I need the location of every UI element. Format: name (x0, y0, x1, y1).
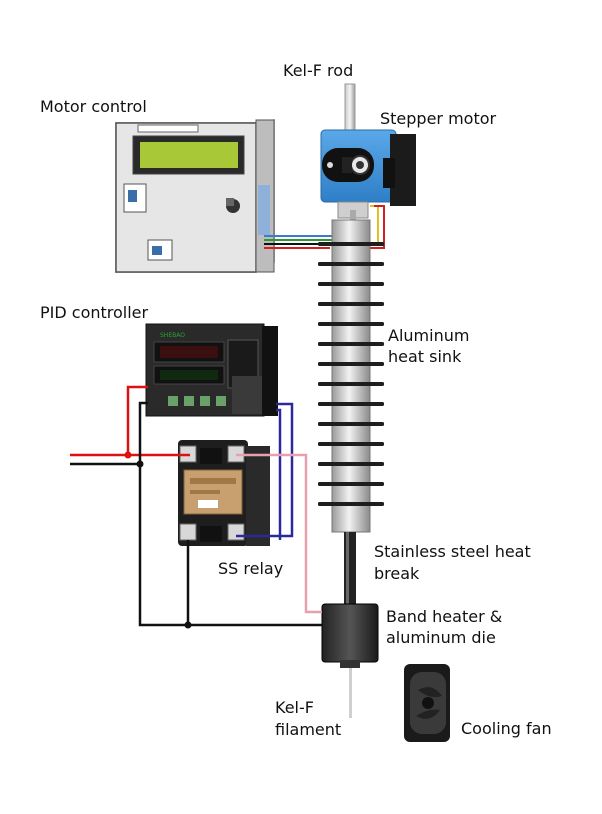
heat-sink-fin (318, 262, 384, 266)
neutral-wire-pid (138, 401, 148, 464)
wire-junction (184, 621, 192, 629)
control-wire (236, 402, 294, 538)
neutral-wire (70, 462, 322, 627)
heat-break (344, 532, 356, 622)
label-heat-sink-1: Aluminum (388, 326, 470, 345)
label-band-heater-2: aluminum die (386, 628, 496, 647)
wiring (70, 385, 322, 629)
kelf-filament (349, 668, 352, 718)
heat-sink-fins (318, 242, 384, 506)
heat-sink-fin (318, 302, 384, 306)
stepper-motor (320, 129, 416, 222)
control-wire-2 (276, 408, 282, 540)
heat-sink-fin (318, 502, 384, 506)
label-pid-controller: PID controller (40, 303, 149, 322)
band-heater (321, 603, 379, 668)
heater-wire (236, 453, 322, 614)
label-stepper-motor: Stepper motor (380, 109, 497, 128)
heat-sink-fin (318, 382, 384, 386)
aluminum-heat-sink (331, 219, 371, 533)
kelf-rod (344, 83, 356, 137)
cooling-fan (404, 664, 450, 742)
wire-junction (124, 451, 132, 459)
live-wire-pid (126, 385, 148, 455)
ss-relay (178, 440, 270, 546)
label-kelf-rod: Kel-F rod (283, 61, 354, 80)
heat-sink-fin (318, 402, 384, 406)
label-kelf-filament-2: filament (275, 720, 342, 739)
motor-control-box (115, 119, 275, 273)
label-heat-break-2: break (374, 564, 420, 583)
heat-sink-fin (318, 282, 384, 286)
heat-sink-fin (318, 362, 384, 366)
label-ss-relay: SS relay (218, 559, 284, 578)
label-heat-sink-2: heat sink (388, 347, 462, 366)
heat-sink-fin (318, 322, 384, 326)
label-kelf-filament-1: Kel-F (275, 698, 314, 717)
heat-sink-fin (318, 462, 384, 466)
heat-sink-fin (318, 422, 384, 426)
heat-sink-fin (318, 342, 384, 346)
label-motor-control: Motor control (40, 97, 147, 116)
wire-junction (136, 460, 144, 468)
heat-sink-fin (318, 442, 384, 446)
label-heat-break-1: Stainless steel heat (374, 542, 531, 561)
svg-text:SHEBAO: SHEBAO (160, 332, 185, 339)
label-band-heater-1: Band heater & (386, 607, 503, 626)
heat-sink-fin (318, 242, 384, 246)
pid-controller: SHEBAO (145, 323, 278, 417)
label-cooling-fan: Cooling fan (461, 719, 552, 738)
heat-sink-fin (318, 482, 384, 486)
